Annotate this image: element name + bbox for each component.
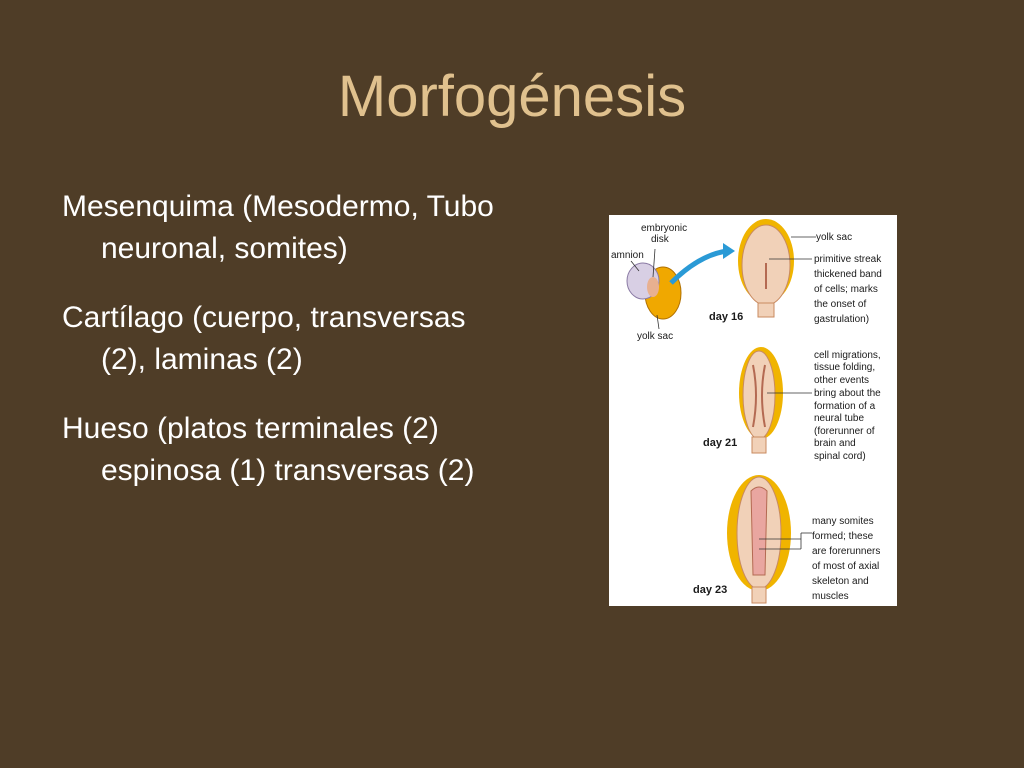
somite-note-line: of most of axial — [812, 561, 879, 572]
arrow-icon — [669, 248, 728, 285]
embryonic-disk-label: disk — [651, 234, 670, 245]
streak-note-line: primitive streak — [814, 254, 882, 265]
slide-title: Morfogénesis — [337, 64, 687, 129]
embryonic-disk-label: embryonic — [641, 223, 687, 234]
tube-note-line: cell migrations, — [814, 350, 881, 361]
somite-note-line: muscles — [812, 591, 849, 602]
somite-note-line: many somites — [812, 516, 874, 527]
somite-note-line: are forerunners — [812, 546, 880, 557]
embryonic-disk-illustration — [647, 277, 659, 297]
day21-embryo-illustration — [742, 350, 776, 440]
arrow-head-icon — [723, 243, 735, 259]
tube-note-line: spinal cord) — [814, 451, 866, 462]
day21-label: day 21 — [703, 437, 737, 449]
yolk-sac-label: yolk sac — [637, 331, 673, 342]
yolk-sac-top-label: yolk sac — [816, 232, 852, 243]
bullet-item: Hueso (platos terminales (2) espinosa (1… — [62, 412, 475, 487]
day16-label: day 16 — [709, 311, 743, 323]
amnion-label: amnion — [611, 250, 644, 261]
embryo-diagram: embryonic disk amnion yolk sac day 16 yo… — [609, 215, 897, 606]
day23-label: day 23 — [693, 584, 727, 596]
tube-note-line: other events — [814, 375, 869, 386]
tube-note-line: neural tube — [814, 413, 864, 424]
somite-note-line: formed; these — [812, 531, 874, 542]
bullet-item: Cartílago (cuerpo, transversas (2), lami… — [62, 301, 466, 376]
tube-note-line: brain and — [814, 438, 856, 449]
tube-note-line: tissue folding, — [814, 362, 875, 373]
tube-note-line: bring about the — [814, 388, 881, 399]
streak-note-line: the onset of — [814, 299, 866, 310]
tube-note-line: (forerunner of — [814, 426, 875, 437]
bullet-item: Mesenquima (Mesodermo, Tubo neuronal, so… — [62, 190, 494, 265]
somite-note-line: skeleton and — [812, 576, 869, 587]
tube-note-line: formation of a — [814, 401, 876, 412]
streak-note-line: of cells; marks — [814, 284, 878, 295]
bullet-list: Mesenquima (Mesodermo, Tubo neuronal, so… — [62, 186, 512, 519]
streak-note-line: gastrulation) — [814, 314, 869, 325]
streak-note-line: thickened band — [814, 269, 882, 280]
